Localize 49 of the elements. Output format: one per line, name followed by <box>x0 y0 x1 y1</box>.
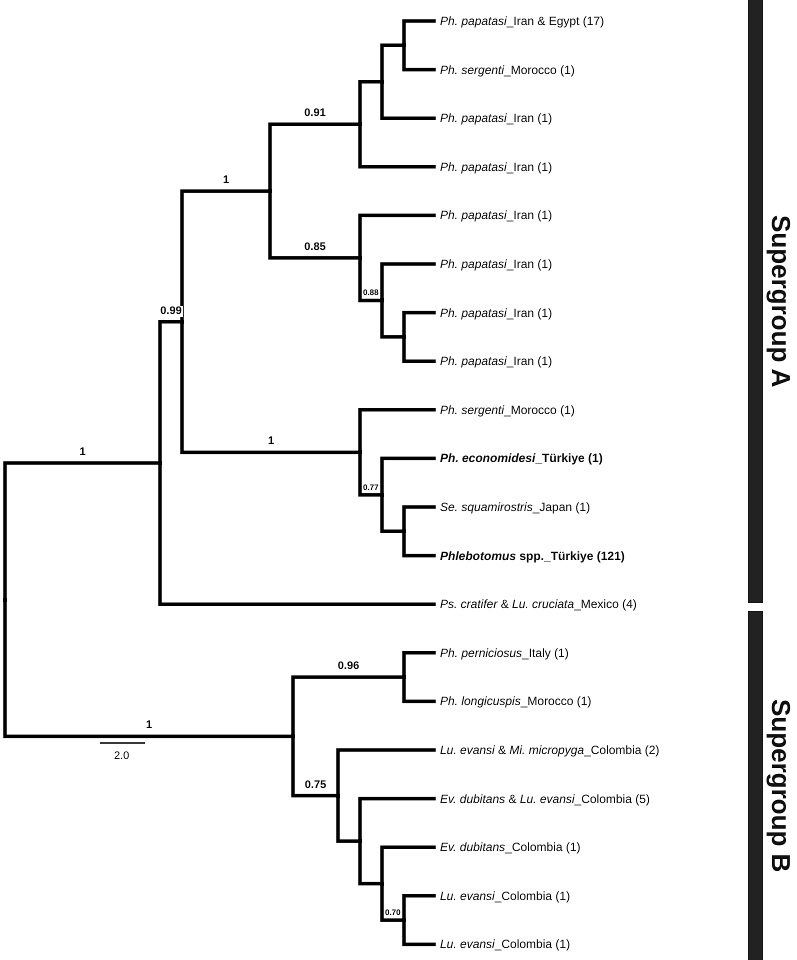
support-value: 0.77 <box>362 482 380 493</box>
support-value: 0.91 <box>303 108 327 120</box>
taxon-label: Ph. papatasi_Iran (1) <box>434 353 552 370</box>
taxon-label: Se. squamirostris_Japan (1) <box>434 499 590 515</box>
clade-label: Supergroup A <box>768 215 794 388</box>
branch-node <box>336 794 340 798</box>
branch-node <box>358 256 362 260</box>
clade-label: Supergroup B <box>768 698 794 872</box>
branch-node <box>402 334 406 339</box>
taxon-label: Lu. evansi & Mi. micropyga_Colombia (2) <box>434 742 660 758</box>
taxon-label: Lu. evansi_Colombia (1) <box>434 936 570 952</box>
support-value: 0.99 <box>159 306 183 317</box>
taxon-label: Ph. papatasi_Iran (1) <box>434 256 552 272</box>
branch-node <box>3 598 7 602</box>
taxon-label: Ph. sergenti_Morocco (1) <box>434 402 575 418</box>
branch-node <box>358 450 362 454</box>
branch-node <box>380 882 384 886</box>
branch-node <box>402 675 406 680</box>
branch-node <box>380 492 384 497</box>
support-value: 0.85 <box>303 242 327 253</box>
branch-node <box>380 298 384 302</box>
branch-node <box>358 839 362 844</box>
scale-value: 2.0 <box>114 750 130 762</box>
branch-node <box>380 80 384 84</box>
support-value: 0.88 <box>362 288 380 298</box>
taxon-label: Ph. perniciosus_Italy (1) <box>434 644 569 661</box>
taxon-label: Lu. evansi_Colombia (1) <box>434 888 570 904</box>
clade-bar <box>748 0 763 603</box>
taxon-label: Ph. papatasi_Iran (1) <box>434 158 552 175</box>
taxon-label: Phlebotomus spp._Türkiye (121) <box>434 548 625 564</box>
support-value: 0.96 <box>336 661 360 672</box>
taxon-label: Ph. sergenti_Morocco (1) <box>434 62 575 78</box>
branch-node <box>402 918 406 922</box>
taxon-label: Ph. papatasi_Iran & Egypt (17) <box>434 13 604 29</box>
support-value: 0.70 <box>384 908 402 918</box>
taxon-label: Ph. longicuspis_Morocco (1) <box>434 693 592 710</box>
branch-node <box>158 460 162 465</box>
branch-node <box>291 734 295 738</box>
taxon-label: Ev. dubitans & Lu. evansi_Colombia (5) <box>434 790 650 807</box>
taxon-label: Ph. papatasi_Iran (1) <box>434 207 552 224</box>
taxon-label: Ev. dubitans_Colombia (1) <box>434 839 581 856</box>
taxon-label: Ph. economidesi_Türkiye (1) <box>434 450 603 466</box>
support-value: 1 <box>78 446 87 458</box>
support-value: 0.75 <box>304 780 328 791</box>
taxon-label: Ph. papatasi_Iran (1) <box>434 110 552 126</box>
clade-bar <box>748 611 763 960</box>
taxon-label: Ph. papatasi_Iran (1) <box>434 304 552 321</box>
branch-node <box>268 189 272 194</box>
taxon-label: Ps. cratifer & Lu. cruciata_Mexico (4) <box>434 596 637 612</box>
